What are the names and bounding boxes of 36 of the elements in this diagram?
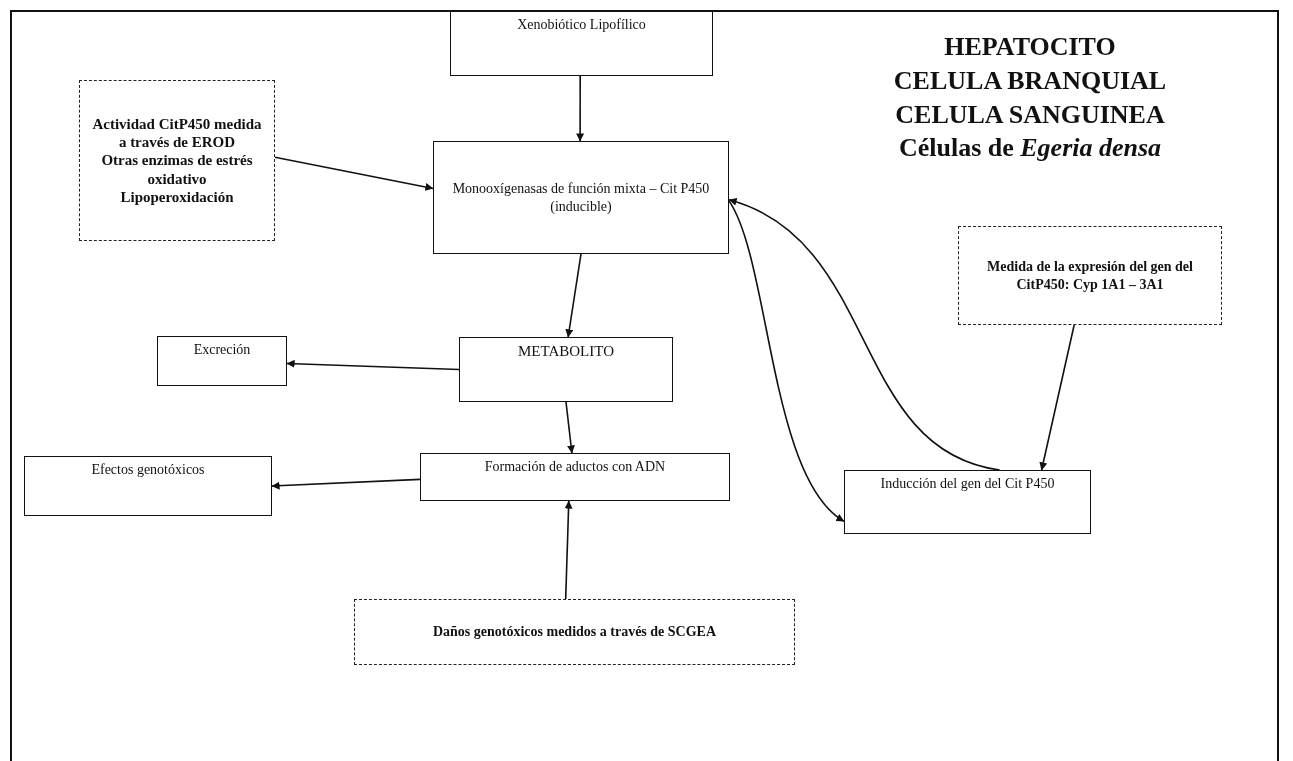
box-text: Inducción del gen del Cit P450 xyxy=(880,475,1055,493)
arrow xyxy=(286,359,460,371)
process-box xyxy=(844,470,1091,534)
measurement-box xyxy=(354,599,795,665)
box-text: Efectos genotóxicos xyxy=(91,461,205,479)
box-text: Xenobiótico Lipofílico xyxy=(517,16,646,34)
process-box xyxy=(420,453,730,501)
arrow xyxy=(271,478,421,490)
arrow xyxy=(565,253,582,338)
box-text: Actividad CitP450 medida a través de EROD xyxy=(91,114,263,152)
measurement-box xyxy=(958,226,1222,325)
process-box xyxy=(24,456,272,516)
arrow xyxy=(576,75,585,142)
cell-type-heading: CELULA SANGUINEA xyxy=(895,98,1165,131)
box-text: Medida de la expresión del gen del CitP450: Cyp 1A1 – 3A1 xyxy=(986,258,1194,293)
box-text: Lipoperoxidación xyxy=(120,187,234,207)
box-text: Monooxígenasas de función mixta – Cit P450 (inducible) xyxy=(451,180,711,215)
arrow xyxy=(274,156,434,191)
process-box xyxy=(459,337,673,402)
process-box xyxy=(450,11,713,76)
cell-type-heading: CELULA BRANQUIAL xyxy=(893,64,1167,97)
cell-type-heading: Células de Egeria densa xyxy=(898,132,1162,165)
arrow xyxy=(564,500,573,600)
box-text: Excreción xyxy=(193,341,251,359)
arrow xyxy=(728,198,1001,471)
box-text: Otras enzimas de estrés oxidativo xyxy=(100,151,254,188)
measurement-box xyxy=(79,80,275,241)
box-text: METABOLITO xyxy=(518,342,614,361)
process-box xyxy=(433,141,729,254)
process-box xyxy=(157,336,287,386)
arrow xyxy=(565,401,575,454)
box-text: Daños genotóxicos medidos a través de SCGEA xyxy=(432,623,717,641)
cell-type-heading: HEPATOCITO xyxy=(944,31,1116,63)
arrow xyxy=(728,200,845,522)
box-text: Formación de aductos con ADN xyxy=(484,458,666,476)
arrow xyxy=(1039,324,1075,471)
